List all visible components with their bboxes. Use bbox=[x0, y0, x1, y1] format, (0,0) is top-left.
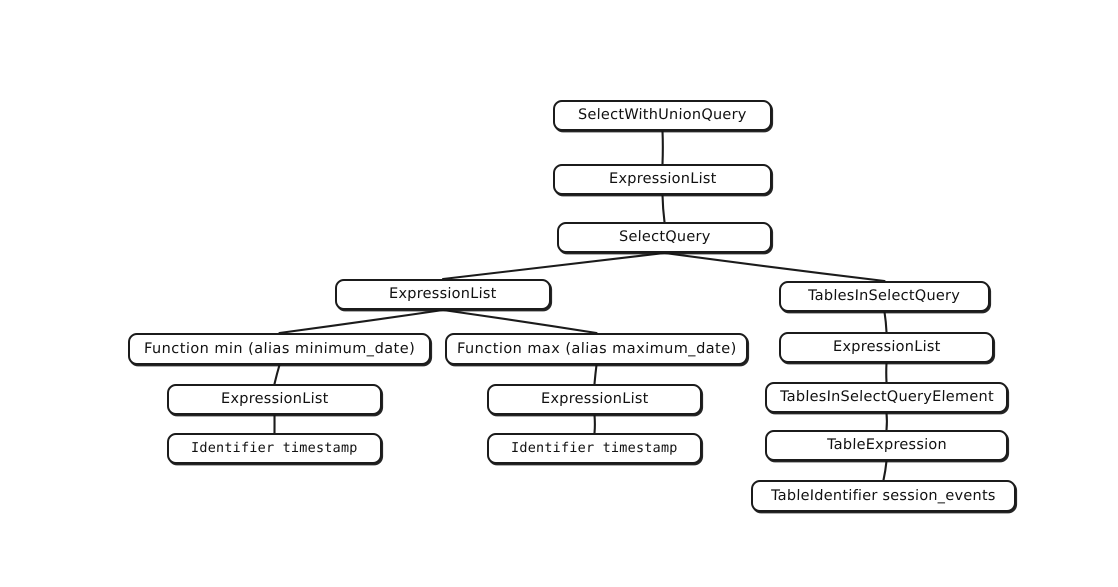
ast-node[interactable]: ExpressionList bbox=[487, 384, 702, 415]
ast-node[interactable]: TableIdentifier session_events bbox=[751, 480, 1016, 512]
ast-node-label: ExpressionList bbox=[220, 391, 329, 408]
ast-node[interactable]: TablesInSelectQueryElement bbox=[765, 382, 1008, 413]
ast-node[interactable]: Identifier timestamp bbox=[487, 433, 702, 464]
ast-node-label: Identifier timestamp bbox=[511, 439, 679, 456]
ast-node-label: TableIdentifier session_events bbox=[770, 487, 997, 504]
ast-node[interactable]: Identifier timestamp bbox=[167, 433, 382, 464]
ast-node[interactable]: Function min (alias minimum_date) bbox=[128, 333, 431, 365]
ast-node[interactable]: ExpressionList bbox=[553, 164, 772, 195]
ast-node-label: TablesInSelectQueryElement bbox=[779, 389, 994, 406]
ast-node-label: ExpressionList bbox=[389, 286, 497, 303]
ast-node[interactable]: ExpressionList bbox=[779, 332, 994, 363]
ast-node[interactable]: ExpressionList bbox=[167, 384, 382, 415]
ast-node-label: Identifier timestamp bbox=[191, 439, 359, 456]
ast-node[interactable]: TablesInSelectQuery bbox=[779, 281, 990, 312]
ast-node[interactable]: TableExpression bbox=[765, 430, 1008, 461]
ast-node-label: ExpressionList bbox=[540, 391, 649, 408]
ast-node-label: SelectQuery bbox=[618, 229, 711, 246]
ast-node-label: ExpressionList bbox=[608, 171, 717, 188]
ast-node[interactable]: SelectQuery bbox=[557, 222, 772, 253]
ast-node[interactable]: SelectWithUnionQuery bbox=[553, 100, 772, 131]
ast-node-label: TablesInSelectQuery bbox=[808, 288, 961, 305]
ast-node-label: Function max (alias maximum_date) bbox=[456, 340, 737, 357]
ast-node-label: TableExpression bbox=[826, 437, 947, 454]
ast-node-label: Function min (alias minimum_date) bbox=[143, 340, 416, 357]
ast-node-label: ExpressionList bbox=[832, 339, 941, 356]
ast-node[interactable]: ExpressionList bbox=[335, 279, 551, 310]
ast-node[interactable]: Function max (alias maximum_date) bbox=[445, 333, 748, 365]
ast-node-label: SelectWithUnionQuery bbox=[577, 107, 748, 124]
